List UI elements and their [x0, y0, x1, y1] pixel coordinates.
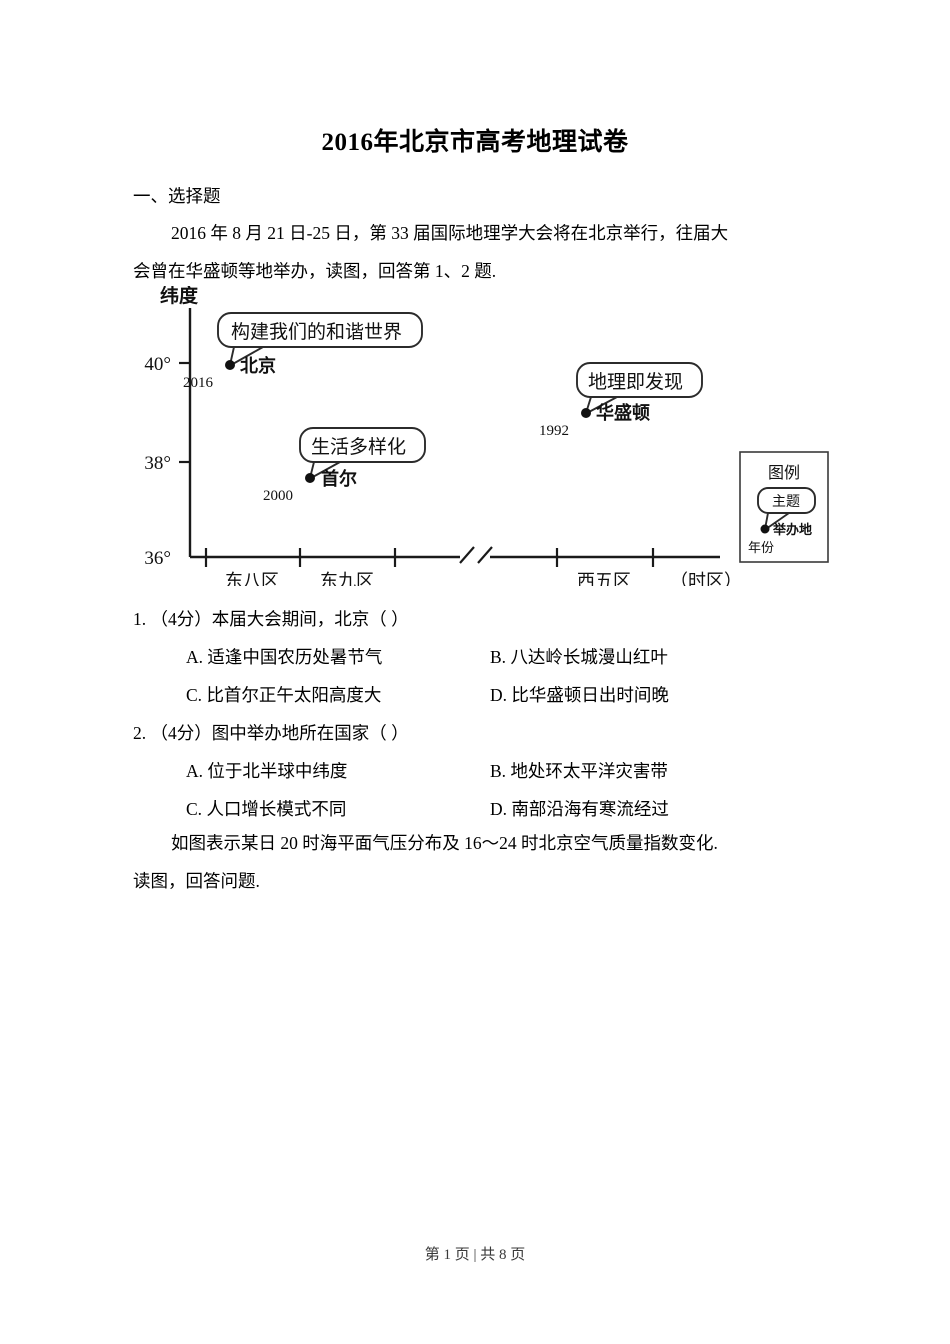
page-footer: 第 1 页 | 共 8 页 [424, 1247, 526, 1263]
xtick-label-west5: 西五区 [577, 571, 631, 586]
legend-venue-label: 举办地 [772, 522, 812, 537]
ytick-label-40: 40° [144, 354, 171, 375]
venue-dot-washington [581, 408, 591, 418]
legend-year-label: 年份 [748, 540, 774, 555]
venue-dot-seoul [305, 473, 315, 483]
callout-bubble-seoul [299, 427, 426, 463]
y-axis-title: 纬度 [160, 286, 199, 307]
datapoint-beijing: 构建我们的和谐世界 北京 2016 [183, 312, 423, 391]
section-heading: 一、选择题 [133, 186, 221, 206]
datapoint-washington: 地理即发现 华盛顿 1992 [539, 362, 703, 439]
question-2-option-d[interactable]: D. 南部沿海有寒流经过 [490, 796, 669, 821]
xtick-label-east8: 东八区 [225, 571, 279, 586]
option-key: C. [186, 799, 203, 819]
option-text: 八达岭长城漫山红叶 [510, 647, 668, 667]
city-label-seoul: 首尔 [321, 468, 357, 489]
tail-paragraph-line-2: 读图，回答问题. [133, 871, 260, 891]
option-text: 南部沿海有寒流经过 [511, 799, 669, 819]
option-text: 比华盛顿日出时间晚 [511, 685, 669, 705]
question-1-text: （4分）本届大会期间，北京（ ） [150, 609, 409, 629]
year-label-beijing: 2016 [183, 375, 214, 391]
question-2-option-c[interactable]: C. 人口增长模式不同 [186, 796, 346, 821]
question-1-option-a[interactable]: A. 适逢中国农历处暑节气 [186, 644, 382, 669]
tail-paragraph-line-1: 如图表示某日 20 时海平面气压分布及 16～24 时北京空气质量指数变化. [171, 833, 718, 853]
option-text: 适逢中国农历处暑节气 [207, 647, 383, 667]
x-axis-title: （时区） [670, 571, 742, 586]
option-key: A. [186, 647, 204, 667]
x-axis [190, 546, 720, 567]
question-2-number: 2. [133, 723, 147, 743]
question-1-number: 1. [133, 609, 147, 629]
callout-bubble-washington [576, 362, 703, 398]
xtick-label-east9: 东九区 [320, 571, 374, 586]
legend-theme-bubble [757, 487, 816, 514]
option-key: A. [186, 761, 204, 781]
option-text: 地处环太平洋灾害带 [510, 761, 668, 781]
question-1-stem: 1. （4分）本届大会期间，北京（ ） [133, 606, 409, 631]
ytick-label-36: 36° [144, 548, 171, 569]
option-text: 位于北半球中纬度 [207, 761, 348, 781]
intro-paragraph-line-1: 2016 年 8 月 21 日‑25 日，第 33 届国际地理学大会将在北京举行… [171, 223, 729, 243]
callout-text-seoul: 生活多样化 [311, 436, 406, 458]
question-1-option-c[interactable]: C. 比首尔正午太阳高度大 [186, 682, 381, 707]
timezone-latitude-chart: .axis { stroke:#1a1a1a; stroke-width:2.4… [130, 286, 840, 586]
callout-bubble-beijing [217, 312, 423, 348]
datapoint-seoul: 生活多样化 首尔 2000 [263, 427, 426, 504]
callout-text-washington: 地理即发现 [588, 371, 683, 393]
option-key: D. [490, 685, 508, 705]
year-label-seoul: 2000 [263, 488, 293, 504]
question-2-option-a[interactable]: A. 位于北半球中纬度 [186, 758, 347, 783]
question-2-stem: 2. （4分）图中举办地所在国家（ ） [133, 720, 409, 745]
city-label-beijing: 北京 [240, 355, 276, 376]
option-key: C. [186, 685, 203, 705]
intro-paragraph-line-2: 会曾在华盛顿等地举办，读图，回答第 1、2 题. [133, 261, 497, 281]
city-label-washington: 华盛顿 [596, 402, 650, 423]
legend-theme-label: 主题 [772, 494, 800, 510]
legend-venue-dot [760, 524, 770, 534]
ytick-label-38: 38° [144, 453, 171, 474]
y-axis [179, 308, 192, 557]
question-2-text: （4分）图中举办地所在国家（ ） [150, 723, 409, 743]
question-2-option-b[interactable]: B. 地处环太平洋灾害带 [490, 758, 668, 783]
option-key: B. [490, 761, 507, 781]
option-key: B. [490, 647, 507, 667]
option-text: 人口增长模式不同 [206, 799, 347, 819]
option-key: D. [490, 799, 508, 819]
legend-title: 图例 [768, 464, 800, 482]
option-text: 比首尔正午太阳高度大 [206, 685, 382, 705]
chart-legend: 图例 主题 举办地 年份 [739, 451, 829, 563]
venue-dot-beijing [225, 360, 235, 370]
year-label-washington: 1992 [539, 423, 569, 439]
question-1-option-d[interactable]: D. 比华盛顿日出时间晚 [490, 682, 669, 707]
question-1-option-b[interactable]: B. 八达岭长城漫山红叶 [490, 644, 668, 669]
page-title: 2016年北京市高考地理试卷 [321, 129, 629, 156]
callout-text-beijing: 构建我们的和谐世界 [231, 321, 402, 343]
